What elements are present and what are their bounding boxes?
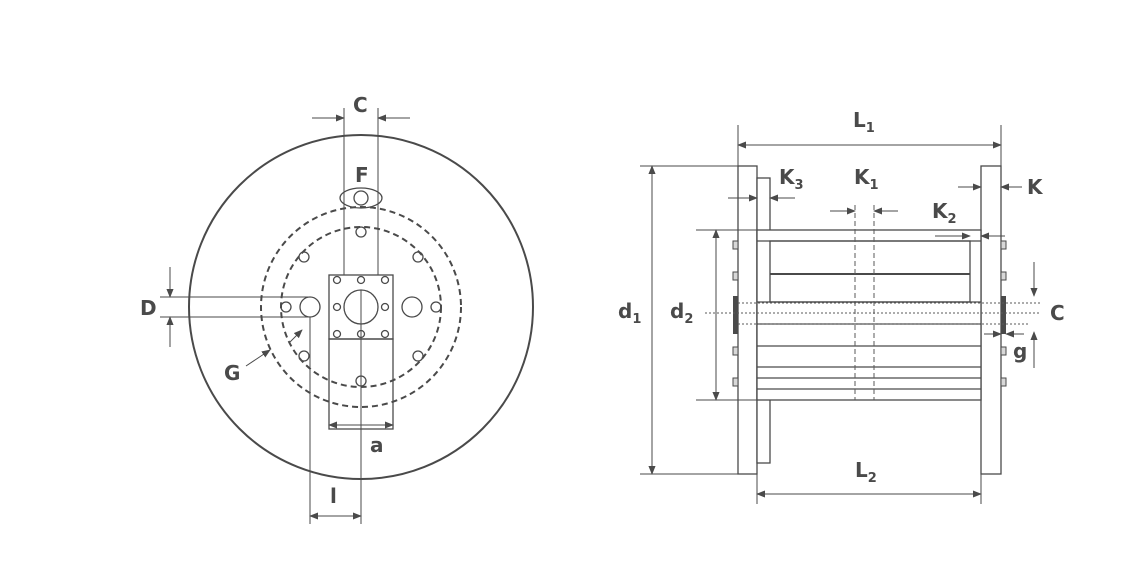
handling-hole: [339, 187, 383, 209]
label-a: a: [370, 433, 384, 457]
left-flange: [737, 165, 758, 475]
front-view: C F D G a l: [140, 93, 534, 524]
side-view: L1 L2 d1 d2 K3 K1 K2 K: [618, 108, 1065, 504]
label-d: D: [140, 296, 157, 320]
drive-hole: [401, 296, 423, 318]
bolt-hole: [412, 350, 424, 362]
plate-hole: [380, 275, 390, 285]
bolt-stub: [1000, 346, 1007, 356]
bolt-stub: [1000, 271, 1007, 281]
drum-barrel: [756, 229, 982, 401]
label-k2: K2: [932, 199, 957, 227]
label-g-front: G: [224, 361, 240, 385]
g-leader-arrow: [245, 349, 271, 367]
bolt-hole: [298, 350, 310, 362]
handling-hole-inner: [353, 190, 369, 206]
bolt-stub: [1000, 240, 1007, 250]
bolt-hole: [430, 301, 442, 313]
plate-hole: [356, 275, 366, 285]
bolt-stub: [732, 377, 739, 387]
plate-hole: [332, 302, 342, 312]
label-l2: L2: [855, 458, 877, 486]
plate-hole: [332, 329, 342, 339]
g-leader-arrow: [289, 329, 303, 343]
bolt-hole: [355, 226, 367, 238]
label-f: F: [355, 163, 369, 187]
bolt-hole: [412, 251, 424, 263]
plate-hole: [380, 329, 390, 339]
bolt-hole: [280, 301, 292, 313]
outer-bolt-circle: [260, 206, 462, 408]
bolt-stub: [1000, 377, 1007, 387]
label-k: K: [1027, 175, 1044, 199]
bolt-stub: [732, 346, 739, 356]
right-flange: [980, 165, 1002, 475]
bolt-stub: [732, 271, 739, 281]
plate-hole: [380, 302, 390, 312]
label-c-front: C: [353, 93, 368, 117]
label-c-side: C: [1050, 301, 1065, 325]
bolt-stub: [732, 240, 739, 250]
label-k1: K1: [854, 165, 879, 193]
label-k3: K3: [779, 165, 804, 193]
label-d2: d2: [670, 299, 693, 327]
label-l: l: [330, 484, 337, 508]
label-l1: L1: [853, 108, 875, 136]
bolt-hole: [298, 251, 310, 263]
label-g-side: g: [1013, 339, 1027, 363]
plate-hole: [332, 275, 342, 285]
label-d1: d1: [618, 299, 641, 327]
arbor-plate: [1001, 296, 1006, 334]
arbor-plate: [733, 296, 738, 334]
drive-pin-hole: [299, 296, 321, 318]
